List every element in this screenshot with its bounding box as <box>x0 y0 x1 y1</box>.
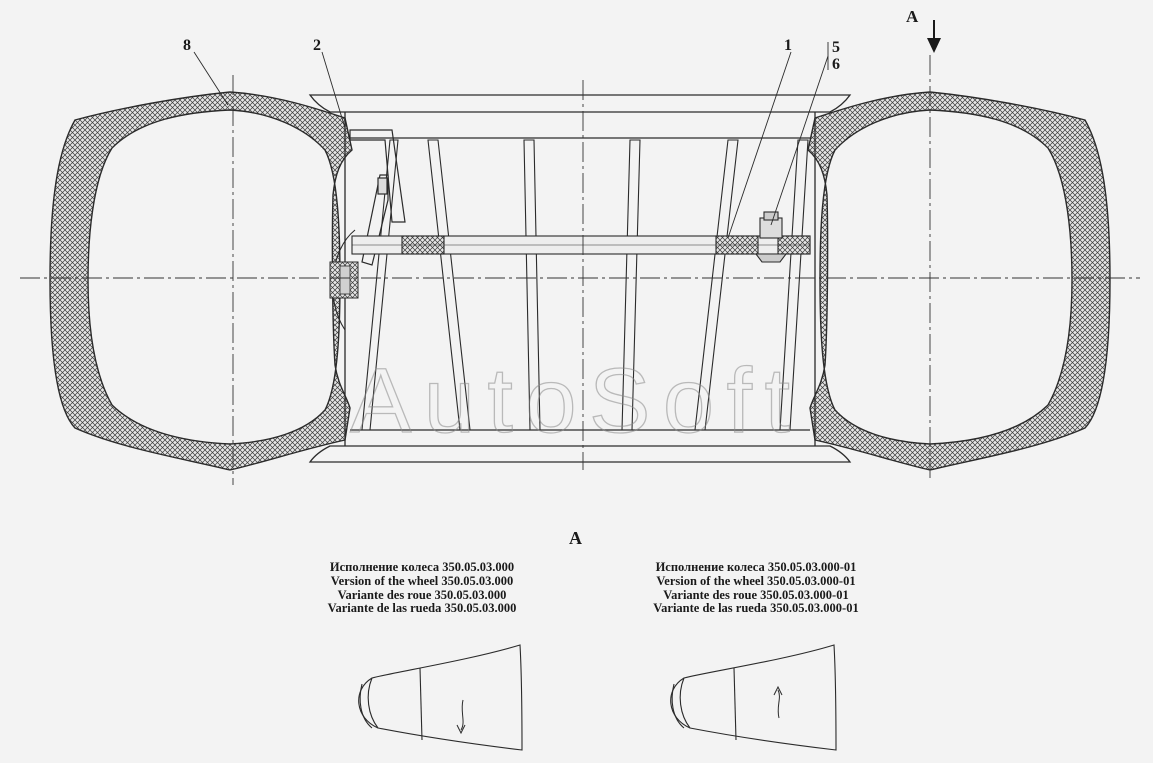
variant-1-line-4: Variante de las rueda 350.05.03.000 <box>328 601 517 615</box>
callout-1: 1 <box>784 37 792 54</box>
callout-2: 2 <box>313 37 321 54</box>
variant-2-line-4: Variante de las rueda 350.05.03.000-01 <box>653 601 858 615</box>
watermark: AutoSoft <box>350 350 790 452</box>
right-tire-section <box>807 91 1111 471</box>
view-arrow <box>927 20 941 53</box>
axle-tube <box>351 235 811 255</box>
rotation-arrow-down-icon <box>456 699 466 735</box>
variant-1-line-3: Variante des roue 350.05.03.000 <box>338 588 507 602</box>
callout-6: 6 <box>832 56 840 73</box>
nut-assembly <box>754 211 788 263</box>
tread-pattern-2 <box>670 644 837 751</box>
callout-8: 8 <box>183 37 191 54</box>
view-a-title: A <box>569 528 582 548</box>
valve-base <box>329 261 359 299</box>
variant-1-line-2: Version of the wheel 350.05.03.000 <box>331 574 514 588</box>
centerlines <box>20 55 1140 485</box>
left-tire-section <box>49 91 353 471</box>
variant-2-line-3: Variante des roue 350.05.03.000-01 <box>663 588 848 602</box>
variant-2-line-2: Version of the wheel 350.05.03.000-01 <box>656 574 855 588</box>
tread-pattern-1 <box>358 644 523 751</box>
leader-lines <box>193 42 829 239</box>
callout-5: 5 <box>832 39 840 56</box>
view-arrow-label: A <box>906 7 919 26</box>
variant-2-caption: Исполнение колеса 350.05.03.000-01 Versi… <box>653 560 858 615</box>
variant-1-caption: Исполнение колеса 350.05.03.000 Version … <box>328 560 517 615</box>
variant-2-line-1: Исполнение колеса 350.05.03.000-01 <box>656 560 857 574</box>
variant-1-line-1: Исполнение колеса 350.05.03.000 <box>330 560 514 574</box>
rim-ribs <box>361 139 809 431</box>
rotation-arrow-up-icon <box>773 685 783 719</box>
